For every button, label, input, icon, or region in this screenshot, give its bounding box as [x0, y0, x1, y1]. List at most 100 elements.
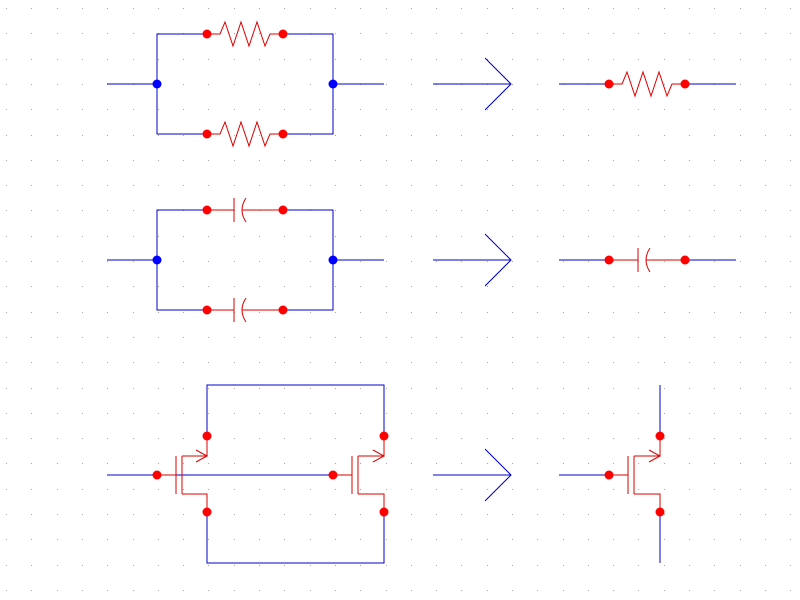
grid-dot [765, 261, 766, 262]
grid-dot [790, 286, 791, 287]
nmos-transistor-icon [157, 436, 209, 512]
grid-dot [259, 261, 260, 262]
grid-dot [563, 8, 564, 9]
grid-dot [638, 438, 639, 439]
grid-dot [436, 413, 437, 414]
grid-dot [714, 160, 715, 161]
grid-dot [563, 286, 564, 287]
grid-dot [714, 236, 715, 237]
grid-dot [790, 59, 791, 60]
grid-dot [664, 337, 665, 338]
grid-dot [31, 8, 32, 9]
wires [107, 384, 385, 564]
grid-dot [259, 160, 260, 161]
grid-dot [740, 539, 741, 540]
grid-dot [57, 312, 58, 313]
grid-dot [689, 413, 690, 414]
grid-dot [664, 185, 665, 186]
grid-dot [31, 362, 32, 363]
grid-dot [57, 59, 58, 60]
grid-dot [714, 337, 715, 338]
grid-dot [234, 135, 235, 136]
grid-dot [208, 109, 209, 110]
grid-dot [461, 286, 462, 287]
grid-dot [664, 135, 665, 136]
grid-dot [183, 565, 184, 566]
grid-dot [234, 565, 235, 566]
grid-dot [386, 565, 387, 566]
grid-dot [133, 8, 134, 9]
grid-dot [411, 261, 412, 262]
grid-dot [234, 59, 235, 60]
grid-dot [461, 489, 462, 490]
grid-dot [588, 362, 589, 363]
grid-dot [664, 59, 665, 60]
grid-dot [714, 438, 715, 439]
grid-dot [310, 160, 311, 161]
grid-dot [638, 514, 639, 515]
grid-dot [234, 185, 235, 186]
grid-dot [107, 514, 108, 515]
grid-dot [158, 236, 159, 237]
grid-dot [461, 337, 462, 338]
dot-grid [6, 8, 791, 591]
grid-dot [740, 261, 741, 262]
grid-dot [740, 337, 741, 338]
grid-dot [588, 286, 589, 287]
grid-dot [6, 388, 7, 389]
grid-dot [563, 210, 564, 211]
grid-dot [588, 261, 589, 262]
grid-dot [107, 463, 108, 464]
grid-dot [310, 109, 311, 110]
grid-dot [158, 489, 159, 490]
grid-dot [689, 109, 690, 110]
grid-dot [537, 210, 538, 211]
grid-dot [57, 590, 58, 591]
grid-dot [512, 135, 513, 136]
grid-dot [183, 539, 184, 540]
grid-dot [638, 185, 639, 186]
grid-dot [360, 413, 361, 414]
grid-dot [386, 539, 387, 540]
grid-dot [537, 286, 538, 287]
grid-dot [360, 135, 361, 136]
grid-dot [386, 59, 387, 60]
grid-dot [284, 160, 285, 161]
grid-dot [133, 160, 134, 161]
grid-dot [335, 59, 336, 60]
grid-dot [335, 388, 336, 389]
grid-dot [512, 438, 513, 439]
grid-dot [386, 109, 387, 110]
grid-dot [360, 388, 361, 389]
grid-dot [714, 59, 715, 60]
grid-dot [234, 413, 235, 414]
grid-dot [31, 413, 32, 414]
grid-dot [436, 438, 437, 439]
grid-dot [107, 565, 108, 566]
grid-dot [487, 109, 488, 110]
grid-dot [765, 286, 766, 287]
grid-dot [6, 84, 7, 85]
grid-dot [82, 84, 83, 85]
grid-dot [613, 59, 614, 60]
grid-dot [563, 337, 564, 338]
grid-dot [6, 236, 7, 237]
grid-dot [512, 463, 513, 464]
grid-dot [740, 185, 741, 186]
grid-dot [790, 463, 791, 464]
grid-dot [158, 185, 159, 186]
grid-dot [436, 539, 437, 540]
grid-dot [107, 210, 108, 211]
grid-dot [537, 388, 538, 389]
grid-dot [487, 185, 488, 186]
grid-dot [107, 312, 108, 313]
grid-dot [765, 565, 766, 566]
grid-dot [790, 590, 791, 591]
grid-dot [461, 135, 462, 136]
grid-dot [461, 362, 462, 363]
grid-dot [740, 109, 741, 110]
grid-dot [436, 236, 437, 237]
grid-dot [310, 489, 311, 490]
grid-dot [386, 236, 387, 237]
grid-dot [765, 413, 766, 414]
